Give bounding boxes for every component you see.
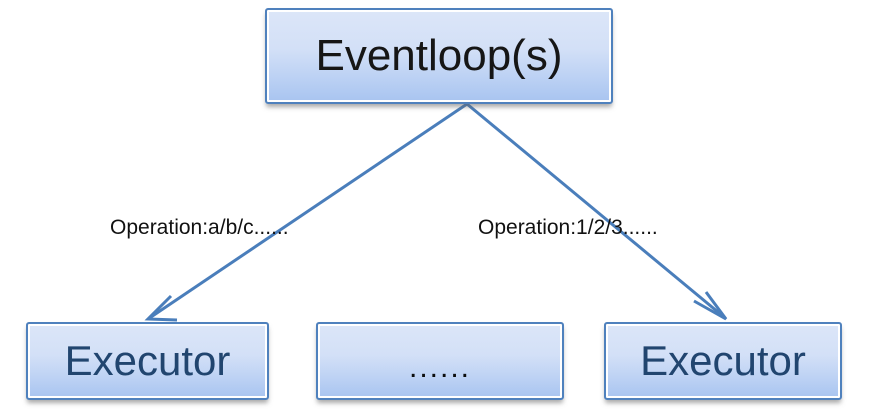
node-executor-right-label: Executor [640,337,806,384]
node-eventloop[interactable]: Eventloop(s) [265,8,613,104]
connector-left-line [150,102,468,319]
node-executor-ellipsis-label: ...... [408,351,471,384]
connector-eventloop-to-executor-right [466,102,728,321]
node-executor-right[interactable]: Executor [604,322,842,400]
arrowhead-left-icon [144,294,178,322]
connector-right-line [466,102,725,319]
node-eventloop-label: Eventloop(s) [315,31,563,80]
edge-label-operation-123: Operation:1/2/3...... [478,216,658,239]
connector-eventloop-to-executor-left [144,102,468,322]
node-executor-ellipsis[interactable]: ...... [316,322,564,400]
node-executor-left-label: Executor [64,337,231,384]
edge-label-operation-abc: Operation:a/b/c...... [110,216,289,239]
node-executor-left[interactable]: Executor [26,322,269,400]
arrowhead-right-icon [693,291,728,321]
